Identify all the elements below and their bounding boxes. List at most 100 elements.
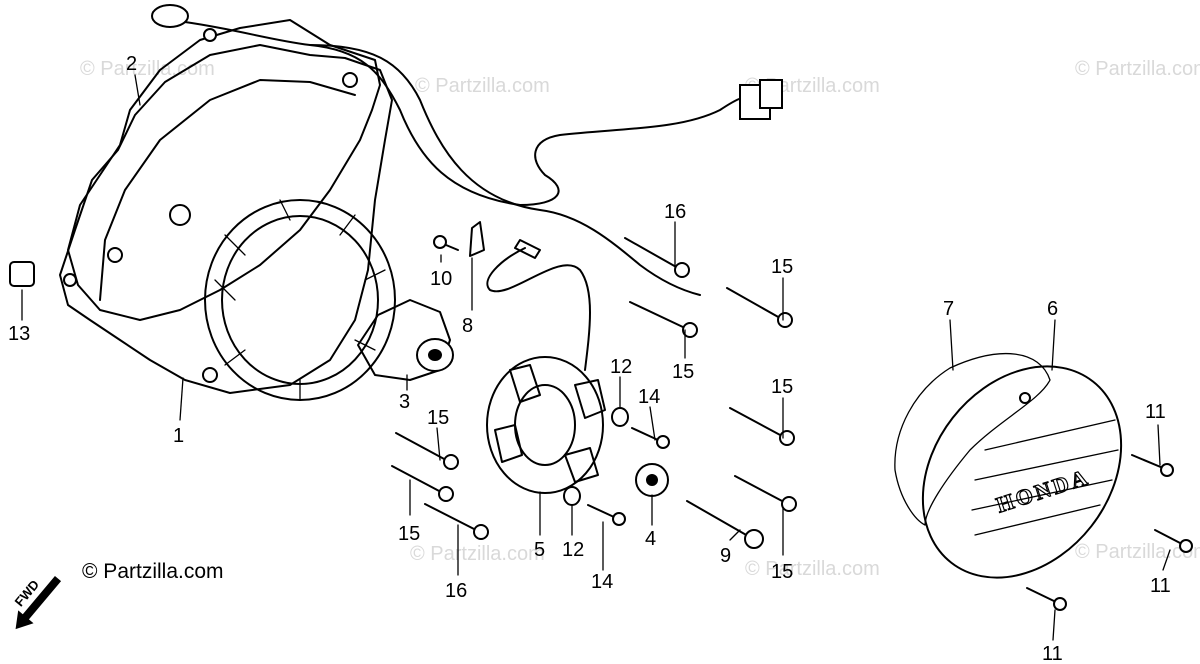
side-cover: HONDA [921, 365, 1123, 579]
callout-16b: 16 [445, 580, 467, 602]
leader-6 [1051, 319, 1056, 371]
bolt-11c-head [1053, 597, 1067, 611]
stator-outer [486, 356, 604, 494]
callout-11b: 11 [1150, 575, 1171, 597]
stator-assembly [486, 356, 606, 494]
cover-gasket [894, 352, 1051, 526]
bolt-14b-shank [587, 504, 615, 518]
bolt-16b-shank [424, 503, 477, 531]
bolt-15c-shank [729, 407, 783, 437]
bolt-10-head [433, 235, 447, 249]
callout-11c: 11 [1042, 643, 1063, 664]
stator-coils [494, 364, 606, 483]
bolt-15d-shank [734, 475, 785, 503]
callout-16a: 16 [664, 201, 686, 223]
callout-leaders [21, 74, 1171, 641]
callout-13: 13 [8, 323, 30, 345]
nut-hole [646, 474, 658, 486]
cover-boss-4 [342, 72, 358, 88]
bolt-11b-shank [1154, 529, 1183, 545]
callout-6: 6 [1047, 298, 1058, 320]
callout-labels: 2 1 13 3 10 8 16 15 15 12 14 15 15 15 16… [8, 53, 1171, 664]
stator-inner [514, 384, 576, 466]
bolt-15a-shank [629, 301, 686, 329]
callout-9: 9 [720, 545, 731, 567]
leader-7 [949, 319, 954, 371]
washer-12b [563, 486, 581, 506]
callout-14b: 14 [591, 571, 613, 593]
gasket-outline [67, 19, 381, 321]
pulser-base [357, 299, 451, 381]
wire-grommet [151, 4, 189, 28]
bolt-15f-shank [391, 465, 442, 493]
callout-7: 7 [943, 298, 954, 320]
callout-5: 5 [534, 539, 545, 561]
leader-9 [729, 529, 741, 541]
cover-inner-edge [99, 79, 356, 301]
fwd-arrow: FWD [12, 575, 62, 630]
leader-11a [1157, 424, 1161, 466]
copyright-text: © Partzilla.com [82, 560, 224, 583]
cover-boss-3 [202, 367, 218, 383]
cover-outline [59, 44, 393, 394]
callout-15f: 15 [398, 523, 420, 545]
cover-ribs [214, 199, 386, 401]
bolt-16a-shank [624, 237, 679, 269]
grommet-clip [203, 28, 217, 42]
bolt-10-shank [445, 244, 459, 251]
callout-2: 2 [126, 53, 137, 75]
cover-opening-inner [221, 215, 379, 385]
pulser-assembly [357, 299, 454, 381]
bolt-11b-head [1179, 539, 1193, 553]
callout-12a: 12 [610, 356, 632, 378]
bolt-9-head [744, 529, 764, 549]
wire-connector [739, 79, 783, 120]
watermark-1: © Partzilla.com [80, 58, 215, 80]
side-cover-fins [971, 419, 1119, 536]
bolt-11c-shank [1026, 587, 1057, 603]
bolt-15c-head [779, 430, 795, 446]
bolt-15b-head [777, 312, 793, 328]
crankcase-cover [59, 44, 396, 401]
bolt-15d-head [781, 496, 797, 512]
leader-2 [134, 74, 141, 106]
watermark-6: © Partzilla.com [745, 558, 880, 580]
leader-15e [436, 427, 441, 461]
bolt-14a-head [656, 435, 670, 449]
bolt-15e-shank [395, 432, 447, 461]
bolt-15f-head [438, 486, 454, 502]
leader-11c [1052, 609, 1056, 641]
wire-clamp [514, 239, 541, 259]
bolt-14b-head [612, 512, 626, 526]
side-cover-outline [921, 365, 1123, 579]
dowel-pin [9, 261, 35, 287]
callout-4: 4 [645, 528, 656, 550]
cover-boss-1 [169, 204, 191, 226]
leader-11b [1162, 549, 1171, 571]
callout-3: 3 [399, 391, 410, 413]
callout-14a: 14 [638, 386, 660, 408]
callout-8: 8 [462, 315, 473, 337]
watermark-4: © Partzilla.com [1075, 58, 1200, 80]
bolt-11a-shank [1131, 454, 1164, 469]
bolt-16b-head [473, 524, 489, 540]
watermark-7: © Partzilla.com [1075, 541, 1200, 563]
flange-nut [635, 463, 669, 497]
callout-15c: 15 [771, 376, 793, 398]
cover-boss-5 [63, 273, 77, 287]
bolt-9-shank [686, 500, 749, 537]
leader-1 [179, 377, 184, 421]
bolt-15e-head [443, 454, 459, 470]
callout-11a: 11 [1145, 401, 1166, 423]
side-cover-brand: HONDA [993, 464, 1093, 518]
bolts [391, 237, 1193, 611]
callout-10: 10 [430, 268, 452, 290]
bolt-15a-head [682, 322, 698, 338]
watermark-2: © Partzilla.com [415, 75, 550, 97]
bolt-15b-shank [726, 287, 781, 319]
dowel-body [9, 261, 35, 287]
cover-boss-2 [107, 247, 123, 263]
leader-14a [649, 406, 656, 441]
callout-15b: 15 [771, 256, 793, 278]
